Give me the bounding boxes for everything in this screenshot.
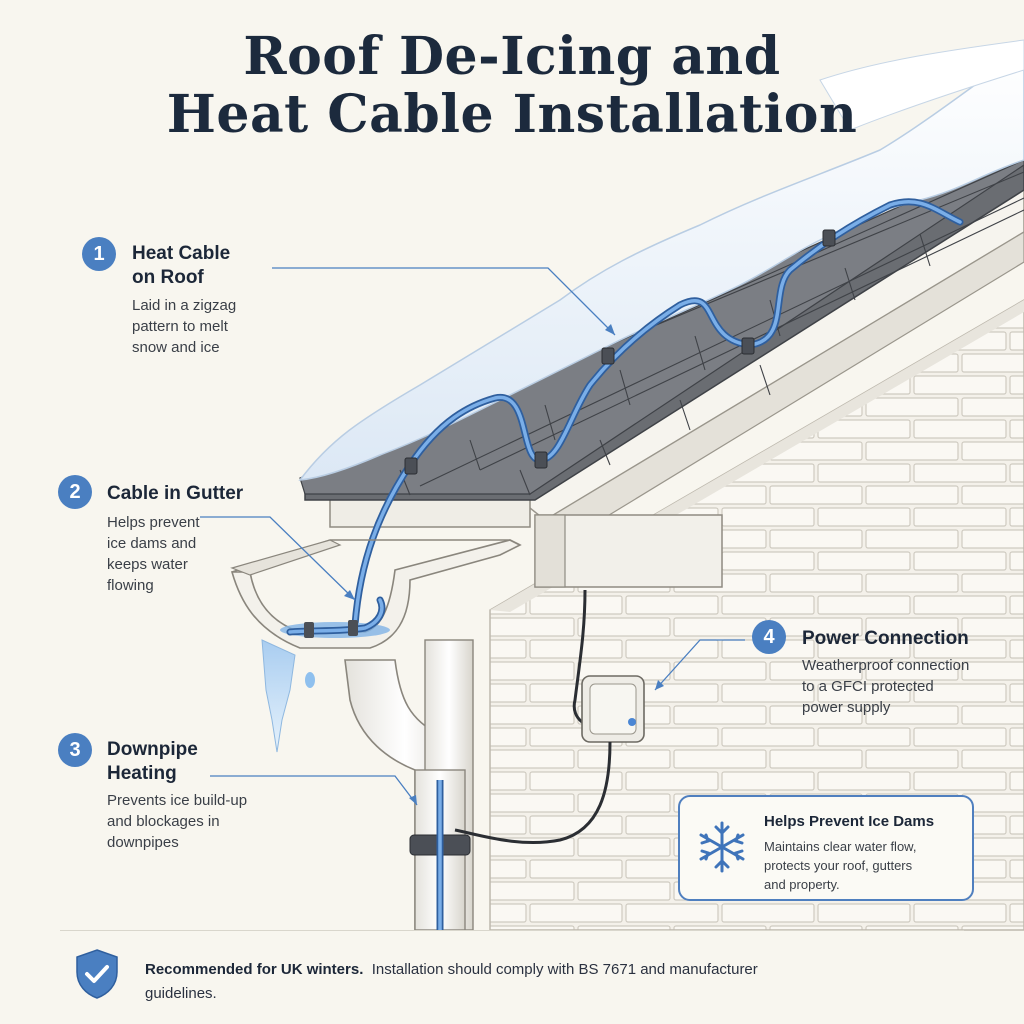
callout-desc-4: Weatherproof connection to a GFCI protec… <box>802 657 970 716</box>
page-title: Roof De-Icing and Heat Cable Installatio… <box>0 28 1024 144</box>
snow-cover <box>298 39 1024 481</box>
gutter <box>230 539 522 753</box>
footer-divider <box>60 930 964 931</box>
footer-text: Installation should comply with BS 7671 … <box>145 961 758 1002</box>
callout-heading-2: Cable in Gutter <box>107 483 244 504</box>
callout-desc-3: Prevents ice build-up and blockages in d… <box>107 792 248 851</box>
callout-heading-1: Heat Cable on Roof <box>132 243 231 288</box>
callout-desc-2: Helps prevent ice dams and keeps water f… <box>107 514 200 594</box>
callout-heading-4: Power Connection <box>802 628 969 649</box>
title-line-2: Heat Cable Installation <box>166 84 858 145</box>
footer-bold-text: Recommended for UK winters. <box>145 961 364 978</box>
title-line-1: Roof De-Icing and <box>243 26 781 87</box>
callout-number-3: 3 <box>58 733 92 767</box>
callout-leaders <box>200 267 745 806</box>
roof-heat-cable <box>351 198 964 629</box>
info-box-description: Maintains clear water flow, protects you… <box>764 839 917 892</box>
downpipe <box>344 639 474 931</box>
power-junction-box <box>454 589 645 844</box>
info-box-title: Helps Prevent Ice Dams <box>764 813 935 830</box>
callout-number-2: 2 <box>58 475 92 509</box>
callout-desc-1: Laid in a zigzag pattern to melt snow an… <box>132 297 237 356</box>
footer-note: Recommended for UK winters. Installation… <box>145 958 765 1006</box>
callout-heading-3: Downpipe Heating <box>107 739 198 784</box>
ice-dam-info-box: Helps Prevent Ice Dams Maintains clear w… <box>678 795 974 901</box>
callout-number-4: 4 <box>752 620 786 654</box>
snowflake-icon <box>699 821 745 873</box>
callout-number-1: 1 <box>82 237 116 271</box>
shield-check-icon <box>76 949 118 999</box>
